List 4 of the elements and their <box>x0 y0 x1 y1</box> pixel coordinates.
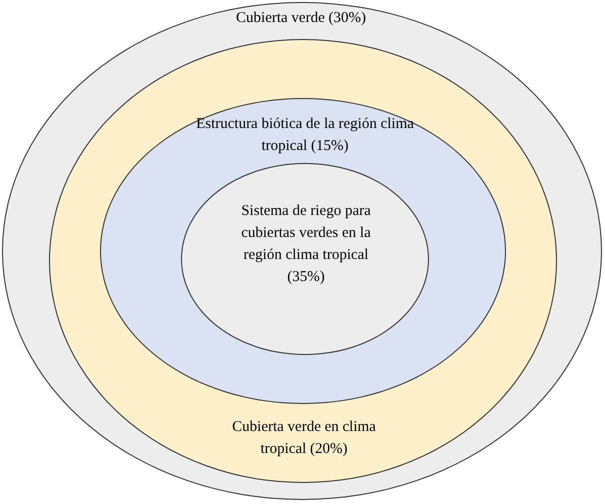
ellipse-label: Sistema de riego para cubiertas verdes en la región clima tropical (35%) <box>240 202 372 287</box>
ellipse-label: Estructura biótica de la región clima tropical (15%) <box>195 115 415 156</box>
ellipse-label: Cubierta verde (30%) <box>235 9 367 28</box>
ellipse-label: Cubierta verde en clima tropical (20%) <box>231 418 377 459</box>
